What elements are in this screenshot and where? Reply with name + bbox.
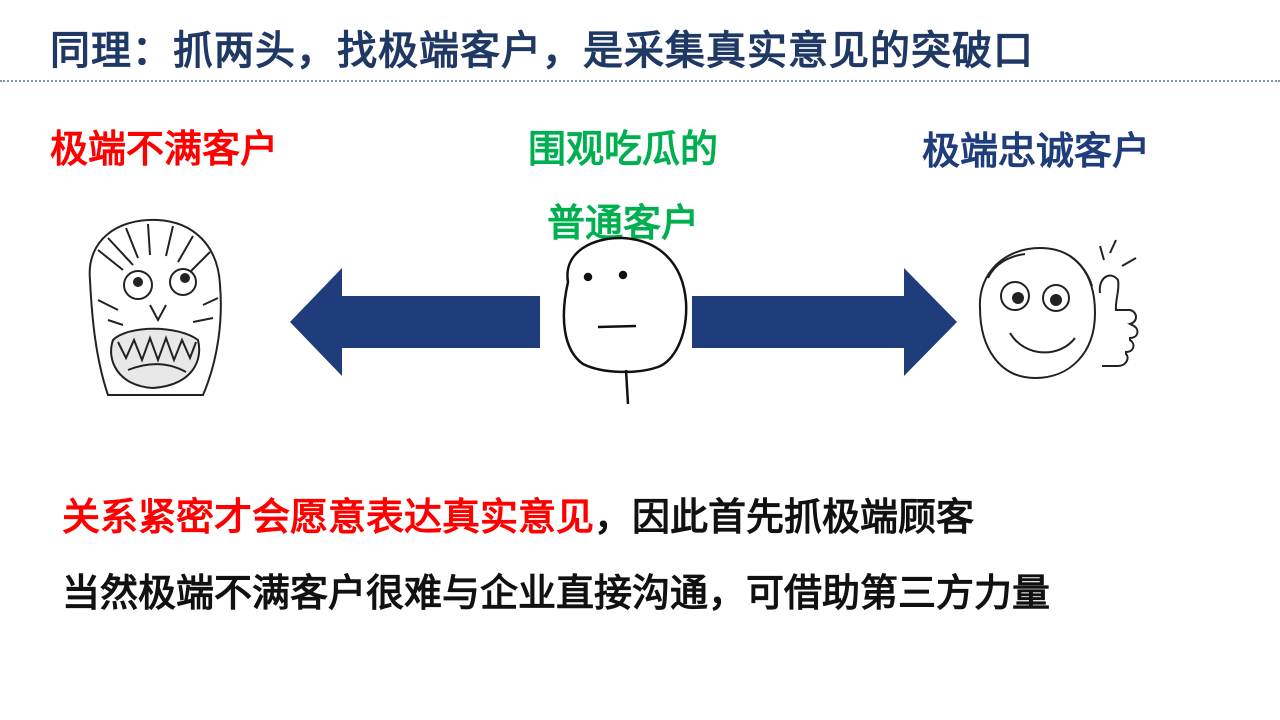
label-middle-line1: 围观吃瓜的 xyxy=(527,127,718,171)
bottom-text-line2: 当然极端不满客户很难与企业直接沟通，可借助第三方力量 xyxy=(62,571,1051,615)
label-ordinary-customers: 围观吃瓜的 普通客户 xyxy=(513,112,733,260)
bottom-text-line1: 关系紧密才会愿意表达真实意见，因此首先抓极端顾客 xyxy=(62,486,974,541)
thumbs-up-face-icon xyxy=(978,239,1139,380)
slide-title: 同理：抓两头，找极端客户，是采集真实意见的突破口 xyxy=(50,28,1034,74)
line1-rest-text: ，因此首先抓极端顾客 xyxy=(594,495,975,539)
highlight-text: 关系紧密才会愿意表达真实意见 xyxy=(62,495,595,539)
poker-face-icon xyxy=(562,236,688,405)
label-extreme-dissatisfied: 极端不满客户 xyxy=(50,127,279,171)
arrow-left-icon xyxy=(290,268,540,376)
arrow-right-icon xyxy=(692,268,957,376)
label-extreme-loyal: 极端忠诚客户 xyxy=(922,129,1151,173)
title-divider xyxy=(0,80,1280,82)
rage-face-icon xyxy=(88,218,222,396)
